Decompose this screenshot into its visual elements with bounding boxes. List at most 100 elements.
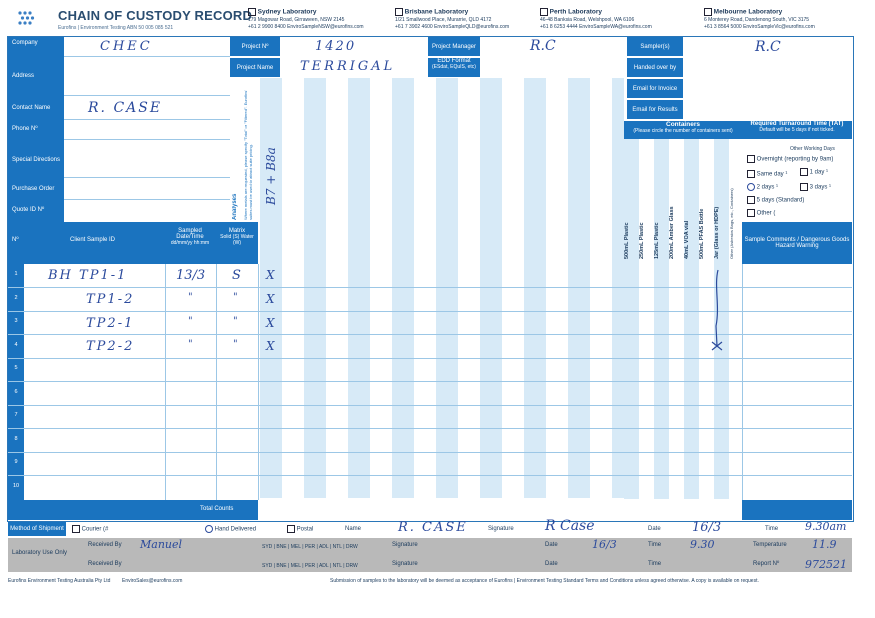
containers-sub: (Please circle the number of containers … — [633, 128, 733, 134]
lab-signature-2: Signature — [392, 561, 418, 567]
received-input[interactable]: Manuel — [140, 538, 183, 551]
container-250-plastic: 250mL Plastic — [639, 222, 645, 259]
container-jar: Jar (Glass or HDPE) — [714, 206, 720, 259]
container-other: Other (Asbestos Bags, etc., Containers) — [729, 188, 734, 259]
sampler-input[interactable]: R.C — [755, 39, 781, 55]
branches-2: SYD | BNE | MEL | PER | ADL | NTL | DRW — [262, 563, 358, 569]
time-label: Time — [765, 526, 779, 532]
tat-extra: Other Working Days — [790, 146, 835, 152]
row-1-id[interactable]: BH TP1-1 — [48, 268, 128, 283]
name-label: Name — [345, 526, 362, 532]
row-4-analysis-mark[interactable]: X — [266, 339, 275, 353]
branches-1: SYD | BNE | MEL | PER | ADL | NTL | DRW — [262, 544, 358, 550]
courier-option[interactable]: Courier (# — [72, 525, 108, 533]
tat-option-1-day[interactable]: 1 day ¹ — [800, 168, 828, 176]
signature-input[interactable]: R Case — [545, 518, 595, 534]
company-input[interactable]: CHEC — [100, 39, 153, 54]
pm-input[interactable]: R.C — [530, 38, 556, 54]
date-input[interactable]: 16/3 — [692, 520, 722, 535]
row-2-matrix[interactable]: " — [233, 292, 238, 303]
melbourne-checkbox[interactable] — [704, 8, 712, 16]
row-3-date[interactable]: " — [188, 316, 193, 327]
container-pfas-bottle: 500mL PFAS Bottle — [699, 208, 705, 259]
tat-title: Required Turnaround Time (TAT) — [750, 121, 844, 127]
row-3-matrix[interactable]: " — [233, 316, 238, 327]
contact-input[interactable]: R. CASE — [88, 100, 163, 116]
container-amber-glass: 200mL Amber Glass — [669, 206, 675, 259]
containers-header: Containers (Please circle the number of … — [624, 121, 742, 139]
sampled-title: Sampled Date/Time — [176, 228, 204, 240]
analysis-1-input[interactable]: B7 + B8a — [264, 147, 278, 205]
temperature-label: Temperature — [753, 542, 787, 548]
lab-time-input[interactable]: 9.30 — [690, 538, 715, 551]
container-voa-vial: 40mL VOA vial — [684, 220, 690, 259]
total-counts-row — [8, 500, 258, 520]
row-3-id[interactable]: TP2-1 — [86, 316, 135, 331]
tat-option-2-days[interactable]: 2 days ¹ — [747, 183, 778, 191]
project-no-input[interactable]: 1420 — [315, 39, 357, 54]
sydney-checkbox[interactable] — [248, 8, 256, 16]
temperature-input[interactable]: 11.9 — [812, 538, 837, 551]
date-label: Date — [648, 526, 661, 532]
results-label: Email for Results — [627, 100, 683, 119]
row-no-8: 8 — [14, 435, 18, 442]
contact-label: Contact Name — [12, 105, 51, 111]
name-input[interactable]: R. CASE — [398, 520, 468, 535]
tat-option-other[interactable]: Other ( — [747, 209, 775, 217]
signature-label: Signature — [488, 526, 514, 532]
received-by-2: Received By — [88, 561, 122, 567]
row-2-id[interactable]: TP1-2 — [86, 292, 135, 307]
matrix-sub: Solid (S) Water (W) — [220, 234, 254, 246]
analyses-note: Where metals are requested, please speci… — [243, 89, 253, 220]
matrix-title: Matrix — [228, 228, 246, 234]
footer-email: EnviroSales@eurofins.com — [122, 578, 183, 584]
row-1-date[interactable]: 13/3 — [176, 268, 206, 283]
table-header-left — [8, 222, 258, 264]
postal-option[interactable]: Postal — [287, 525, 313, 533]
perth-checkbox[interactable] — [540, 8, 548, 16]
container-500-plastic: 500mL Plastic — [624, 222, 630, 259]
row-no-10: 10 — [12, 482, 20, 489]
row-4-date[interactable]: " — [188, 339, 193, 350]
footer-terms: Submission of samples to the laboratory … — [330, 578, 759, 584]
jar-bracket-mark — [710, 266, 724, 352]
row-no-4: 4 — [14, 341, 18, 348]
sampled-header: Sampled Date/Time dd/mm/yy hh:mm — [166, 228, 214, 246]
time-input[interactable]: 9.30am — [805, 520, 847, 533]
tat-option-overnight[interactable]: Overnight (reporting by 9am) — [747, 155, 833, 163]
footer-company: Eurofins Environment Testing Australia P… — [8, 578, 111, 584]
hand-delivered-option[interactable]: Hand Delivered — [205, 525, 256, 533]
row-no-3: 3 — [14, 318, 18, 324]
brisbane-checkbox[interactable] — [395, 8, 403, 16]
page-title: CHAIN OF CUSTODY RECORD — [58, 8, 253, 23]
tat-option-same-day[interactable]: Same day ¹ — [747, 170, 787, 178]
row-4-id[interactable]: TP2-2 — [86, 339, 135, 354]
row-1-analysis-mark[interactable]: X — [266, 268, 275, 282]
lab-signature-1: Signature — [392, 542, 418, 548]
company-label: Company — [12, 40, 38, 46]
lab-time-1: Time — [648, 542, 662, 548]
row-4-matrix[interactable]: " — [233, 339, 238, 350]
lab-time-2: Time — [648, 561, 662, 567]
lab-date-input[interactable]: 16/3 — [592, 538, 617, 551]
tat-header: Required Turnaround Time (TAT) Default w… — [742, 121, 852, 139]
lab-use-band — [8, 538, 852, 572]
tat-option-3-days[interactable]: 3 days ¹ — [800, 183, 831, 191]
total-counts-label: Total Counts — [200, 506, 234, 512]
tat-option-5-days[interactable]: 5 days (Standard) — [747, 196, 804, 204]
row-2-analysis-mark[interactable]: X — [266, 292, 275, 306]
analyses-label: Analyses — [232, 193, 238, 220]
row-no-7: 7 — [14, 412, 18, 418]
sample-comments-header: Sample Comments / Dangerous Goods Hazard… — [742, 222, 852, 264]
sample-table — [8, 264, 852, 500]
project-name-input[interactable]: TERRIGAL — [300, 59, 396, 74]
row-numbers: 1 2 3 4 5 6 7 8 9 10 — [8, 264, 24, 499]
row-1-matrix[interactable]: S — [232, 268, 241, 283]
report-input[interactable]: 972521 — [805, 558, 847, 571]
row-3-analysis-mark[interactable]: X — [266, 316, 275, 330]
method-label: Method of Shipment — [8, 522, 66, 536]
row-2-date[interactable]: " — [188, 292, 193, 303]
pm-label: Project Manager — [428, 37, 480, 56]
